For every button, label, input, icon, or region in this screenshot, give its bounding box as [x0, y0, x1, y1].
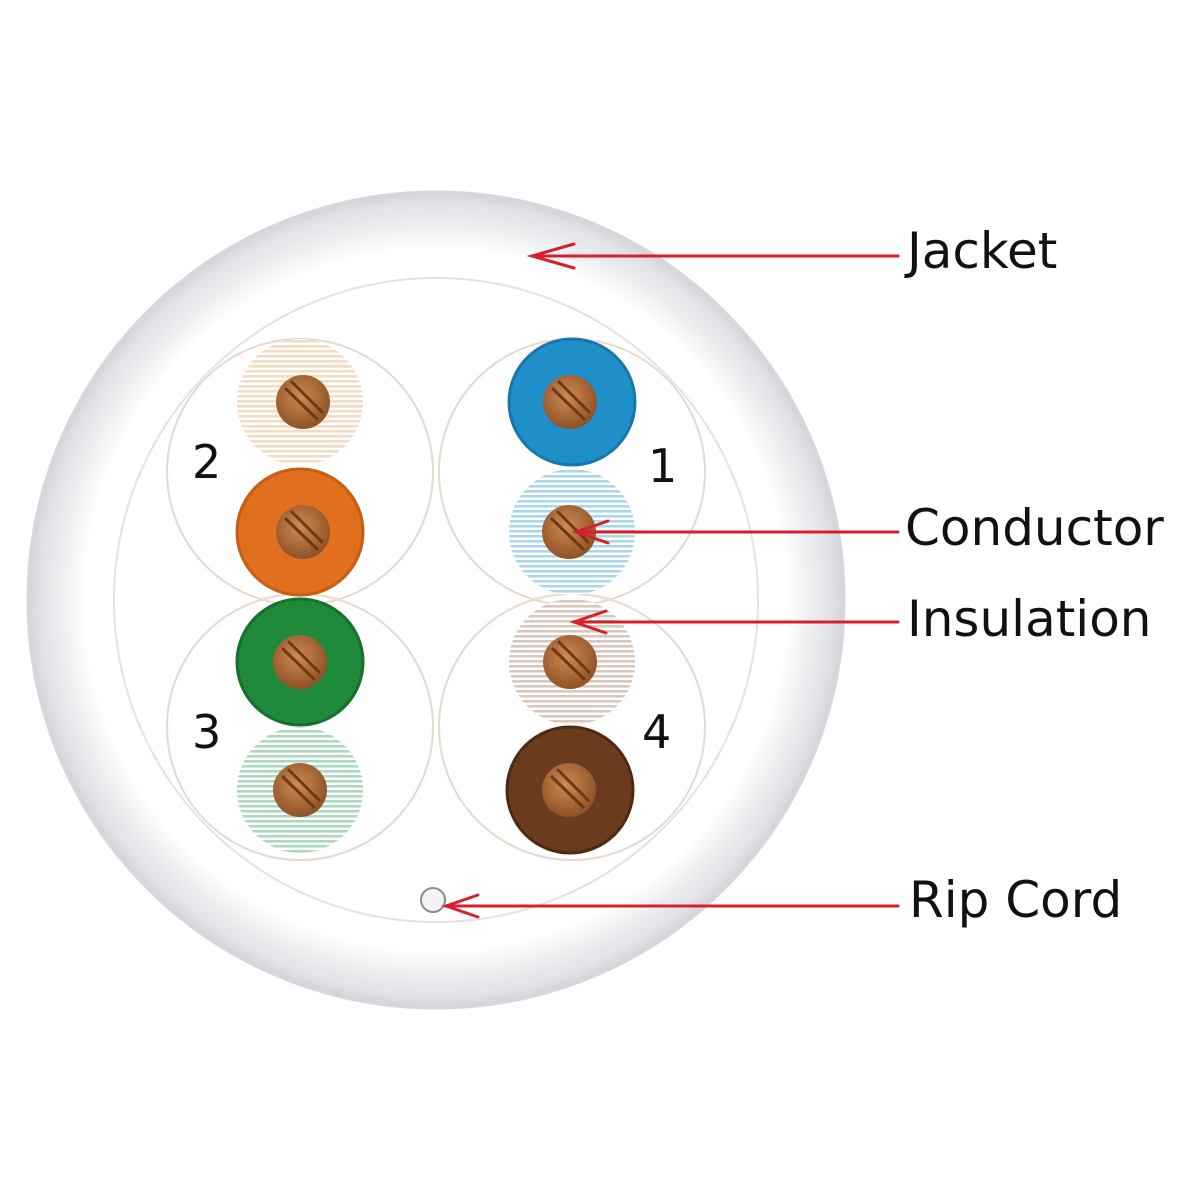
conductors — [273, 375, 597, 817]
jacket — [26, 190, 846, 1010]
conductor — [273, 635, 327, 689]
label-jacket: Jacket — [907, 222, 1058, 280]
pair-number-3: 3 — [192, 705, 221, 759]
conductor — [543, 375, 597, 429]
pair-number-2: 2 — [192, 435, 221, 489]
pointer-conductor — [571, 519, 900, 545]
conductor — [542, 763, 596, 817]
pointer-insulation — [569, 609, 900, 635]
conductor — [276, 505, 330, 559]
conductor — [542, 505, 596, 559]
conductor — [543, 635, 597, 689]
conductor — [276, 375, 330, 429]
pair-number-4: 4 — [642, 705, 671, 759]
label-insulation: Insulation — [907, 590, 1152, 648]
conductor — [273, 763, 327, 817]
label-rip-cord: Rip Cord — [909, 871, 1123, 929]
pointer-rip-cord — [441, 893, 900, 919]
label-conductor: Conductor — [905, 499, 1164, 557]
pair-number-1: 1 — [648, 439, 677, 493]
rip-cord — [420, 887, 446, 913]
pointer-jacket — [526, 242, 900, 270]
